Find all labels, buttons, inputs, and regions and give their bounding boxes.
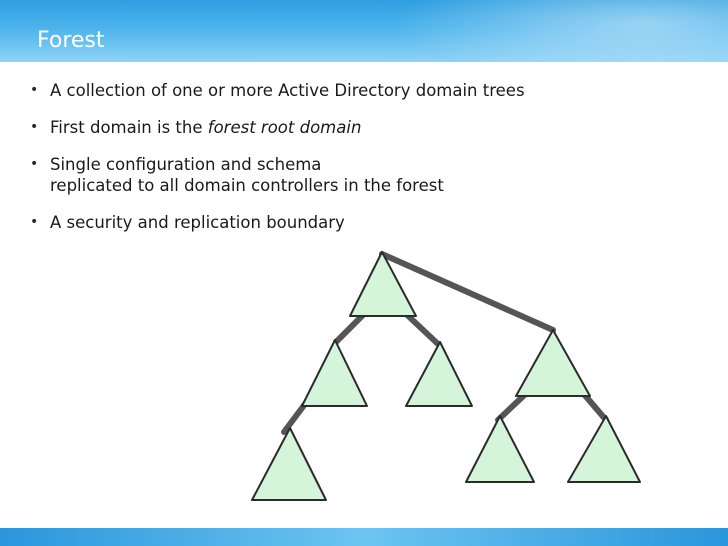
- bullet-text: A collection of one or more Active Direc…: [50, 81, 525, 100]
- footer-bar: [0, 528, 728, 546]
- title-bar: Forest: [0, 0, 728, 62]
- bullet-text-continued: replicated to all domain controllers in …: [50, 176, 444, 195]
- bullet-text: First domain is the: [50, 118, 208, 137]
- bullet-emphasis: forest root domain: [207, 118, 362, 137]
- domain-triangle-left-grandchild: [251, 427, 327, 501]
- slide-title: Forest: [37, 28, 105, 53]
- domain-triangle-tree2-right: [567, 415, 641, 483]
- domain-triangle-root: [349, 251, 417, 317]
- bullet-list: • A collection of one or more Active Dir…: [28, 80, 708, 249]
- bullet-text: A security and replication boundary: [50, 213, 345, 232]
- bullet-dot-icon: •: [30, 156, 39, 172]
- domain-triangle-tree2-left: [465, 415, 535, 483]
- bullet-item: • A security and replication boundary: [28, 212, 708, 233]
- bullet-dot-icon: •: [30, 119, 39, 135]
- bullet-item: • First domain is the forest root domain: [28, 117, 708, 138]
- domain-triangle-root-left: [301, 339, 368, 407]
- domain-triangle-tree2-root: [515, 329, 591, 397]
- bullet-text: Single configuration and schema: [50, 155, 322, 174]
- domain-nodes: [251, 251, 641, 501]
- tree-connector: [379, 251, 556, 333]
- bullet-item: • A collection of one or more Active Dir…: [28, 80, 708, 101]
- domain-triangle-root-right: [405, 341, 473, 407]
- bullet-dot-icon: •: [30, 82, 39, 98]
- bullet-item: • Single configuration and schema replic…: [28, 154, 708, 196]
- tree-connector: [401, 309, 441, 347]
- bullet-dot-icon: •: [30, 214, 39, 230]
